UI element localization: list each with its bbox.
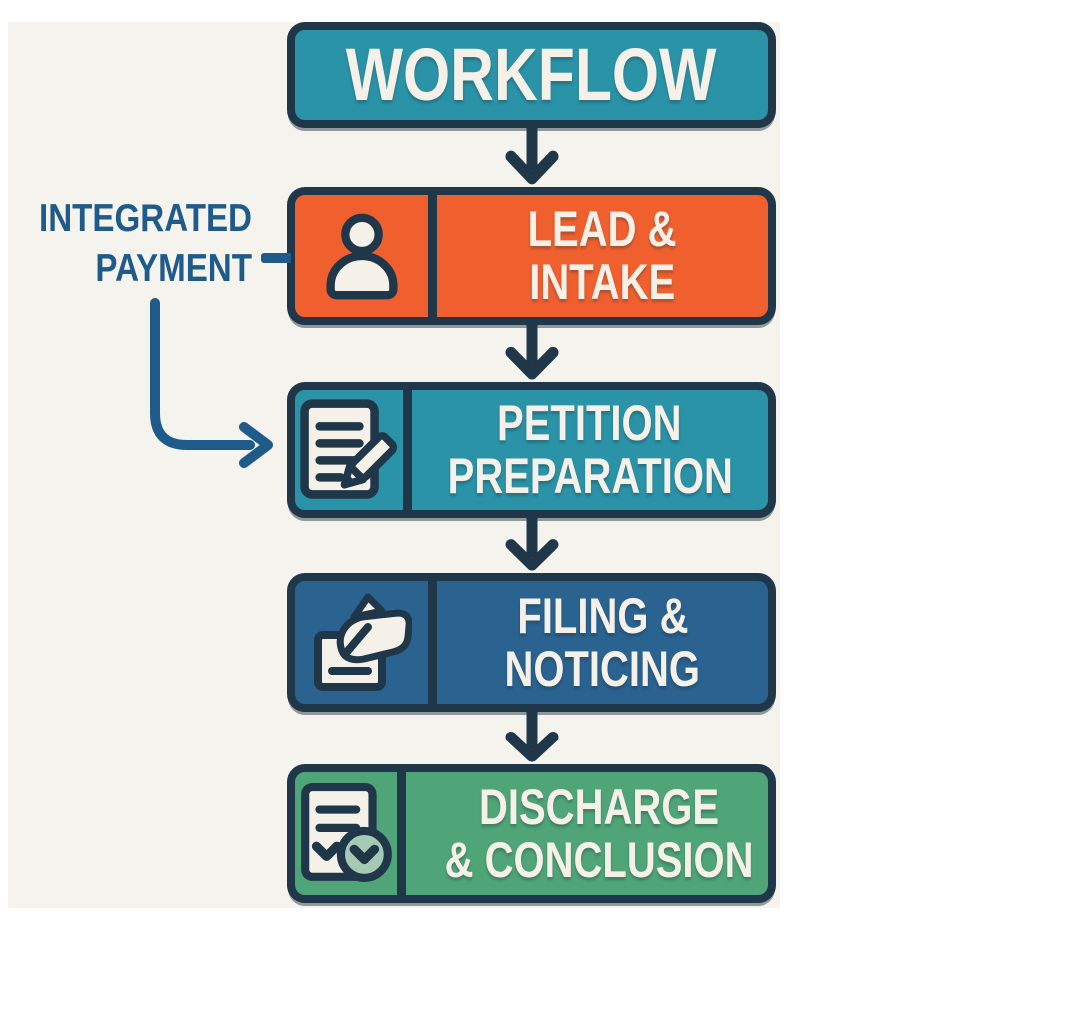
integrated-payment-line2: PAYMENT (95, 247, 252, 290)
document-check-icon (301, 782, 392, 882)
discharge-label: DISCHARGE & CONCLUSION (406, 772, 792, 895)
document-pencil-icon (300, 399, 397, 499)
step-filing-noticing: FILING & NOTICING (287, 573, 776, 712)
workflow-title-wrap: WORKFLOW (295, 30, 768, 120)
filing-line2: NOTICING (504, 640, 701, 697)
petition-line1: PETITION (497, 395, 682, 451)
lead-intake-icon-cell (295, 195, 437, 317)
person-icon (325, 213, 398, 300)
petition-icon-cell (295, 390, 412, 510)
arrow-down-4 (505, 712, 559, 762)
annotation-arrow (150, 298, 273, 468)
petition-label: PETITION PREPARATION (412, 390, 769, 510)
petition-line2: PREPARATION (447, 448, 733, 504)
integrated-payment-line1: INTEGRATED (38, 197, 252, 240)
arrow-down-2 (505, 325, 559, 380)
filing-label: FILING & NOTICING (437, 581, 768, 704)
lead-intake-label: LEAD & INTAKE (437, 195, 768, 317)
integrated-payment-label: INTEGRATED PAYMENT (38, 194, 252, 294)
step-petition-preparation: PETITION PREPARATION (287, 382, 776, 518)
workflow-header-box: WORKFLOW (287, 22, 776, 128)
step-lead-intake: LEAD & INTAKE (287, 187, 776, 325)
step-discharge-conclusion: DISCHARGE & CONCLUSION (287, 764, 776, 903)
discharge-icon-cell (295, 772, 406, 895)
lead-intake-line2: INTAKE (529, 254, 676, 310)
filing-icon-cell (295, 581, 437, 704)
discharge-line1: DISCHARGE (479, 778, 720, 835)
discharge-line2: & CONCLUSION (444, 831, 754, 888)
lead-intake-line1: LEAD & (528, 201, 677, 257)
arrow-down-1 (505, 128, 559, 185)
hand-filing-icon (313, 593, 412, 691)
page-title: WORKFLOW (346, 33, 717, 116)
filing-line1: FILING & (516, 587, 689, 644)
annotation-connector-dash (261, 253, 291, 263)
arrow-down-3 (505, 518, 559, 571)
